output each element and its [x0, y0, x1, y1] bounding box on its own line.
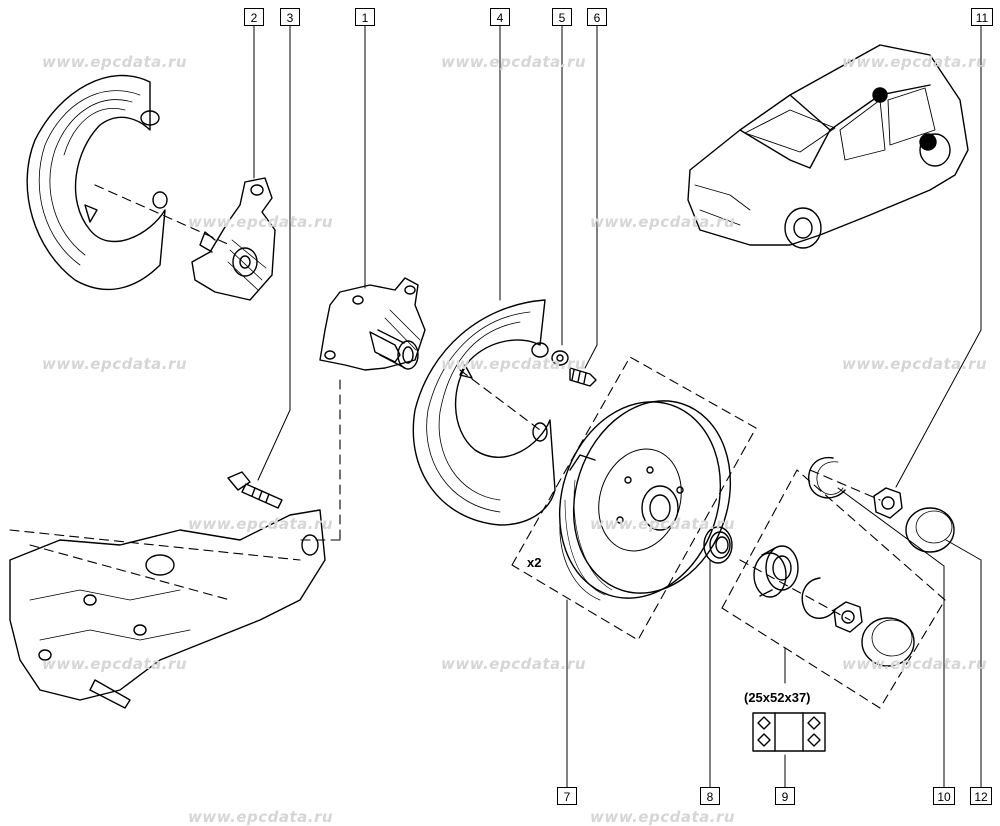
- callout-1: 1: [355, 8, 375, 26]
- stub-axle-bracket: [191, 177, 276, 301]
- watermark: www.epcdata.ru: [842, 53, 988, 71]
- stub-axle: [319, 277, 426, 371]
- rear-axle-beam: [9, 509, 326, 709]
- callout-2: 2: [244, 8, 264, 26]
- circlip-lower: [801, 577, 836, 619]
- callout-12: 12: [970, 787, 992, 805]
- hub-nut-upper: [873, 487, 903, 519]
- bearing-symbol: [752, 712, 826, 752]
- callout-10: 10: [933, 787, 955, 805]
- assembly-dash-lines: [9, 184, 881, 621]
- wheel-bearing: [753, 545, 799, 598]
- watermark: www.epcdata.ru: [42, 355, 188, 373]
- watermark: www.epcdata.ru: [842, 355, 988, 373]
- dust-shield-right: [412, 299, 556, 526]
- brake-disc-kit-box: [511, 356, 757, 641]
- callout-6: 6: [587, 8, 607, 26]
- washer: [551, 350, 569, 366]
- quantity-label: x2: [527, 555, 542, 570]
- brake-disc: [558, 400, 732, 601]
- watermark: www.epcdata.ru: [441, 655, 587, 673]
- car-illustration: [687, 44, 969, 249]
- callout-5: 5: [552, 8, 572, 26]
- bearing-kit-box: [721, 469, 946, 709]
- watermark: www.epcdata.ru: [441, 53, 587, 71]
- callout-7: 7: [557, 787, 577, 805]
- watermark: www.epcdata.ru: [188, 515, 334, 533]
- callout-9: 9: [775, 787, 795, 805]
- watermark: www.epcdata.ru: [42, 655, 188, 673]
- watermark: www.epcdata.ru: [188, 213, 334, 231]
- callout-11: 11: [971, 8, 993, 26]
- hub-cap-upper: [905, 507, 955, 553]
- watermark: www.epcdata.ru: [590, 808, 736, 826]
- hub-cap-lower: [861, 617, 915, 667]
- watermark: www.epcdata.ru: [590, 515, 736, 533]
- watermark: www.epcdata.ru: [842, 655, 988, 673]
- brake-bolt: [569, 367, 597, 387]
- callout-8: 8: [700, 787, 720, 805]
- watermark: www.epcdata.ru: [42, 53, 188, 71]
- watermark: www.epcdata.ru: [590, 213, 736, 231]
- circlip-upper: [808, 456, 846, 499]
- callout-4: 4: [490, 8, 510, 26]
- bearing-size-label: (25x52x37): [744, 690, 811, 705]
- watermark: www.epcdata.ru: [441, 355, 587, 373]
- seal-ring: [703, 526, 733, 564]
- callout-3: 3: [280, 8, 300, 26]
- dust-shield-left: [26, 74, 168, 291]
- mounting-bolt: [227, 471, 283, 509]
- leader-lines: [253, 25, 982, 789]
- hub-nut-lower: [833, 601, 863, 633]
- watermark: www.epcdata.ru: [188, 808, 334, 826]
